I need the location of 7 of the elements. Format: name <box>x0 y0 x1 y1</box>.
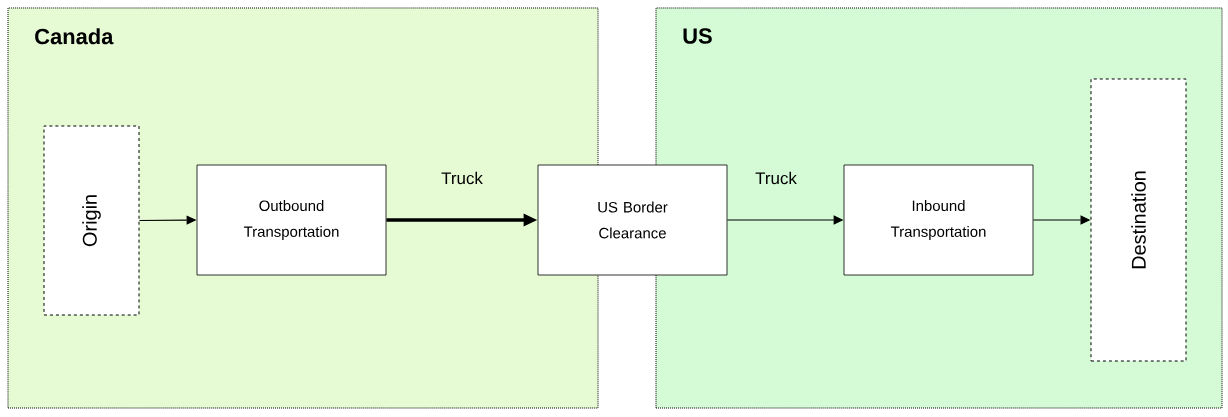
process-box: US Border Clearance <box>537 164 728 276</box>
process-box: Inbound Transportation <box>843 164 1034 276</box>
edge-label: Truck <box>441 171 483 185</box>
endpoint-box: Destination <box>1090 78 1187 362</box>
edge-label: Truck <box>755 171 797 185</box>
process-box: Outbound Transportation <box>196 164 387 276</box>
endpoint-box: Origin <box>43 125 140 316</box>
